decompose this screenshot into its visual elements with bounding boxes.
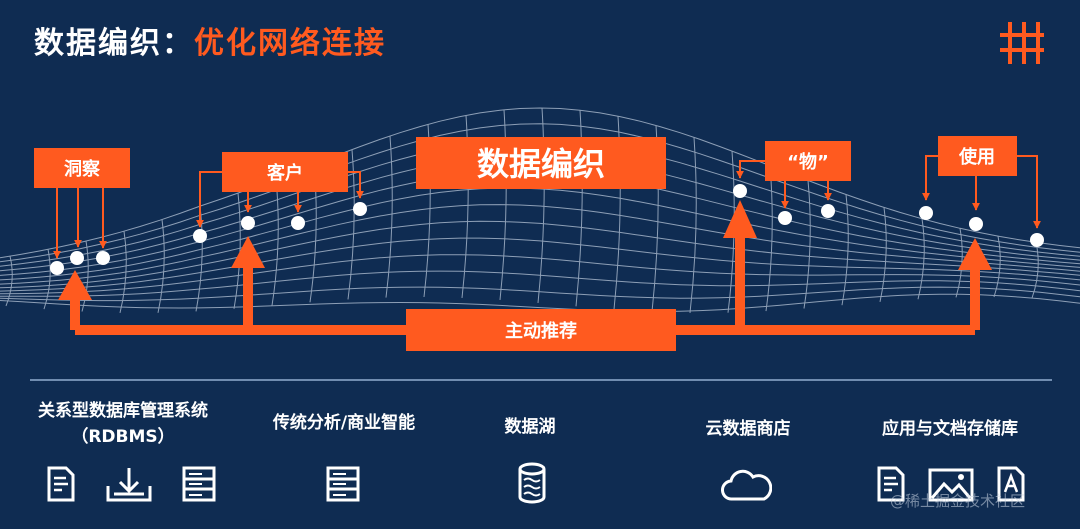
consumer-usage[interactable]: 使用: [938, 136, 1017, 176]
node: [193, 229, 207, 243]
node: [70, 251, 84, 265]
page-title: 数据编织：优化网络连接: [34, 18, 386, 62]
consumer-label: “物”: [787, 151, 829, 173]
document-icon: [877, 466, 905, 502]
database-icon: [518, 462, 546, 504]
source-title: 关系型数据库管理系统: [38, 401, 208, 421]
download-tray-icon: [106, 468, 152, 502]
image-icon: [928, 468, 974, 502]
consumer-insight[interactable]: 洞察: [34, 148, 130, 188]
source-title: 应用与文档存储库: [882, 419, 1018, 439]
consumer-label: 客户: [267, 162, 303, 184]
node: [821, 204, 835, 218]
cloud-icon: [721, 469, 772, 501]
title-main: 数据编织: [34, 26, 162, 61]
document-icon: [47, 466, 75, 502]
section-divider: [30, 379, 1052, 381]
consumer-arrows: [53, 155, 1041, 259]
fabric-nodes: [50, 184, 1044, 275]
server-icon: [326, 466, 360, 502]
push-label[interactable]: 主动推荐: [505, 320, 577, 342]
node: [733, 184, 747, 198]
source-subtitle: （RDBMS）: [71, 427, 175, 447]
node: [241, 216, 255, 230]
source-label-cloud: 云数据商店: [690, 414, 806, 439]
consumer-label: 使用: [958, 147, 995, 168]
node: [969, 217, 983, 231]
data-fabric-diagram: 数据编织 主动推荐 洞察 客户 “物” 使用: [0, 107, 1080, 351]
node: [919, 206, 933, 220]
center-box: [416, 137, 666, 189]
node: [778, 211, 792, 225]
node: [353, 202, 367, 216]
push-arrowheads: [58, 200, 992, 300]
title-separator: ：: [162, 26, 194, 61]
source-label-docstore: 应用与文档存储库: [862, 414, 1038, 439]
source-title: 数据湖: [504, 417, 556, 437]
center-label: 数据编织: [477, 145, 605, 183]
source-label-rdbms: 关系型数据库管理系统 （RDBMS）: [18, 398, 228, 450]
consumer-things[interactable]: “物”: [765, 141, 851, 181]
text-file-icon: [997, 466, 1025, 502]
server-icon: [182, 466, 216, 502]
source-title: 传统分析/商业智能: [272, 413, 416, 433]
node: [1030, 233, 1044, 247]
fabric-logo-icon: [1000, 22, 1044, 64]
watermark: @稀土掘金技术社区: [890, 492, 1026, 510]
source-label-datalake: 数据湖: [480, 412, 580, 437]
consumer-customer[interactable]: 客户: [222, 152, 348, 192]
source-title: 云数据商店: [705, 419, 791, 439]
node: [50, 261, 64, 275]
consumer-label: 洞察: [64, 158, 101, 180]
title-highlight: 优化网络连接: [194, 26, 386, 61]
source-label-bi: 传统分析/商业智能: [252, 408, 436, 433]
node: [291, 216, 305, 230]
push-box: [406, 309, 676, 351]
node: [96, 251, 110, 265]
